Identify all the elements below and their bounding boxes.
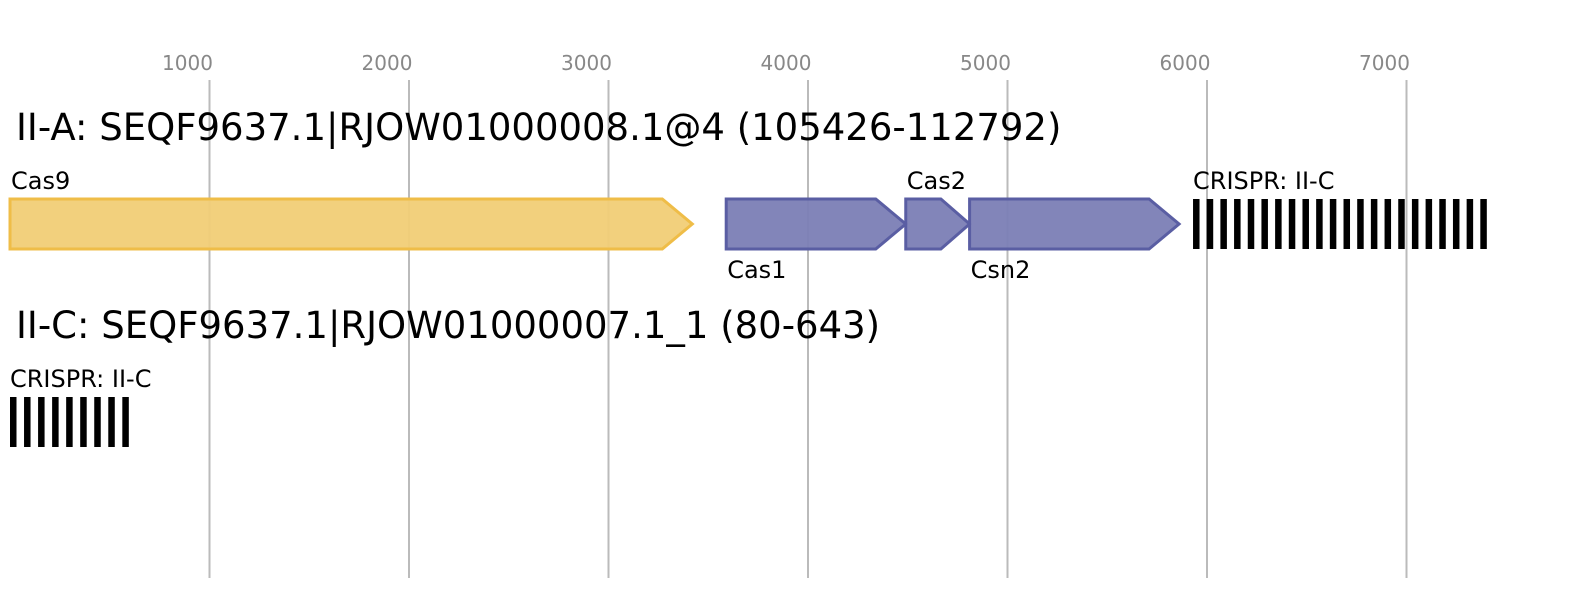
- crispr-repeat: [1206, 199, 1214, 249]
- crispr-repeat: [1411, 199, 1419, 249]
- gene-arrow-cas9: [8, 197, 695, 251]
- tick-label: 6000: [1160, 51, 1211, 75]
- crispr-repeat: [94, 397, 101, 447]
- crispr-repeat: [108, 397, 115, 447]
- crispr-label: CRISPR: II-C: [10, 365, 151, 393]
- crispr-repeat: [52, 397, 59, 447]
- tick-label: 5000: [960, 51, 1011, 75]
- crispr-repeat: [122, 397, 129, 447]
- crispr-repeat: [1452, 199, 1460, 249]
- tick-label: 7000: [1359, 51, 1410, 75]
- crispr-repeat: [80, 397, 87, 447]
- crispr-repeat: [1220, 199, 1227, 249]
- crispr-repeat: [38, 397, 45, 447]
- crispr-repeat: [24, 397, 31, 447]
- crispr-repeat: [1439, 199, 1446, 249]
- crispr-repeat: [1480, 199, 1487, 249]
- crispr-repeat: [1425, 199, 1433, 249]
- gene-label-csn2: Csn2: [971, 256, 1031, 284]
- locus-track: II-A: SEQF9637.1|RJOW01000008.1@4 (10542…: [8, 106, 1487, 284]
- gene-arrow-csn2: [968, 197, 1182, 251]
- tick-label: 4000: [761, 51, 812, 75]
- crispr-label: CRISPR: II-C: [1193, 167, 1334, 195]
- gene-label-cas2: Cas2: [907, 167, 966, 195]
- gene-arrow-cas1: [724, 197, 909, 251]
- gene-label-cas1: Cas1: [727, 256, 786, 284]
- crispr-repeat: [66, 397, 73, 447]
- crispr-repeat: [1343, 199, 1351, 249]
- crispr-repeat: [1302, 199, 1309, 249]
- crispr-repeat: [1193, 199, 1200, 249]
- crispr-repeat: [1398, 199, 1405, 249]
- crispr-repeat: [1261, 199, 1268, 249]
- crispr-repeat: [1370, 199, 1378, 249]
- gene-arrow-cas2: [904, 197, 972, 251]
- track-title: II-A: SEQF9637.1|RJOW01000008.1@4 (10542…: [16, 106, 1061, 149]
- grid-layer: 1000 2000 3000 4000 5000 6000 7000: [162, 51, 1410, 578]
- crispr-repeat: [1288, 199, 1296, 249]
- crispr-repeat: [1234, 199, 1241, 249]
- tracks-layer: II-A: SEQF9637.1|RJOW01000008.1@4 (10542…: [8, 106, 1487, 447]
- crispr-repeat: [1384, 199, 1392, 249]
- gene-label-cas9: Cas9: [11, 167, 70, 195]
- crispr-repeat: [1357, 199, 1364, 249]
- crispr-repeat: [1247, 199, 1255, 249]
- crispr-repeat: [1329, 199, 1337, 249]
- crispr-repeat: [1316, 199, 1323, 249]
- crispr-repeat: [10, 397, 17, 447]
- locus-track: II-C: SEQF9637.1|RJOW01000007.1_1 (80-64…: [10, 304, 880, 447]
- tick-label: 1000: [162, 51, 213, 75]
- track-title: II-C: SEQF9637.1|RJOW01000007.1_1 (80-64…: [16, 304, 880, 347]
- tick-label: 3000: [561, 51, 612, 75]
- crispr-repeat: [1466, 199, 1474, 249]
- crispr-repeat: [1275, 199, 1282, 249]
- tick-label: 2000: [362, 51, 413, 75]
